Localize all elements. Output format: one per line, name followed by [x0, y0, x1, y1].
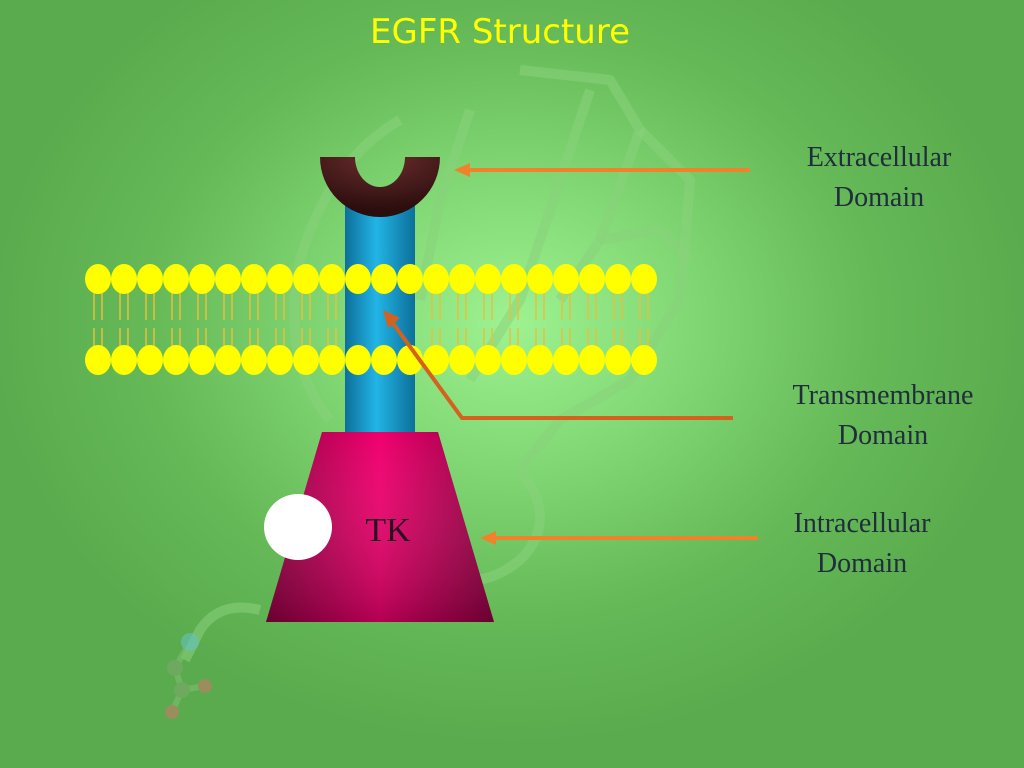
lipid-head-top — [371, 264, 397, 294]
lipid-head-bottom — [215, 345, 241, 375]
lipid-head-top — [215, 264, 241, 294]
lipid-head-top — [449, 264, 475, 294]
intracellular-arrow — [480, 531, 758, 545]
lipid-head-top — [631, 264, 657, 294]
lipid-head-top — [475, 264, 501, 294]
lipid-heads-top — [85, 264, 657, 294]
lipid-head-top — [605, 264, 631, 294]
lipid-head-bottom — [371, 345, 397, 375]
lipid-head-top — [267, 264, 293, 294]
extracellular-label: Extracellular Domain — [772, 138, 986, 218]
lipid-head-bottom — [527, 345, 553, 375]
transmembrane-helix — [345, 200, 415, 440]
transmembrane-label: Transmembrane Domain — [768, 376, 998, 456]
lipid-head-top — [189, 264, 215, 294]
lipid-head-bottom — [293, 345, 319, 375]
transmembrane-label-line1: Transmembrane — [792, 380, 974, 411]
lipid-head-bottom — [319, 345, 345, 375]
extracellular-label-line2: Domain — [833, 182, 925, 213]
lipid-head-top — [579, 264, 605, 294]
lipid-head-bottom — [423, 345, 449, 375]
lipid-head-top — [293, 264, 319, 294]
lipid-head-top — [163, 264, 189, 294]
lipid-head-top — [319, 264, 345, 294]
page-title: EGFR Structure — [370, 12, 630, 52]
intracellular-label: Intracellular Domain — [760, 504, 964, 584]
intracellular-label-line2: Domain — [816, 548, 908, 579]
lipid-head-bottom — [501, 345, 527, 375]
lipid-head-top — [423, 264, 449, 294]
phosphate-circle — [264, 494, 332, 560]
molecule-watermark — [165, 633, 212, 719]
lipid-head-top — [85, 264, 111, 294]
lipid-head-top — [553, 264, 579, 294]
tk-label: TK — [365, 512, 411, 549]
lipid-head-top — [527, 264, 553, 294]
lipid-head-bottom — [241, 345, 267, 375]
lipid-head-top — [501, 264, 527, 294]
lipid-head-top — [241, 264, 267, 294]
extracellular-arrow — [454, 163, 750, 177]
lipid-head-bottom — [267, 345, 293, 375]
intracellular-label-line1: Intracellular — [793, 508, 931, 539]
lipid-head-top — [345, 264, 371, 294]
extracellular-cup — [320, 157, 440, 217]
lipid-head-bottom — [189, 345, 215, 375]
transmembrane-arrow — [383, 310, 733, 420]
lipid-head-top — [137, 264, 163, 294]
lipid-head-bottom — [553, 345, 579, 375]
lipid-head-top — [397, 264, 423, 294]
lipid-head-bottom — [85, 345, 111, 375]
transmembrane-label-line2: Domain — [837, 420, 929, 451]
extracellular-label-line1: Extracellular — [806, 142, 952, 173]
lipid-head-bottom — [137, 345, 163, 375]
kinase-domain-shade — [266, 432, 494, 622]
lipid-head-top — [111, 264, 137, 294]
lipid-head-bottom — [111, 345, 137, 375]
lipid-head-bottom — [345, 345, 371, 375]
lipid-heads-bottom — [85, 345, 657, 375]
lipid-head-bottom — [579, 345, 605, 375]
lipid-head-bottom — [631, 345, 657, 375]
lipid-head-bottom — [163, 345, 189, 375]
lipid-head-bottom — [449, 345, 475, 375]
lipid-head-bottom — [475, 345, 501, 375]
lipid-head-bottom — [605, 345, 631, 375]
lipid-tails — [93, 292, 649, 346]
